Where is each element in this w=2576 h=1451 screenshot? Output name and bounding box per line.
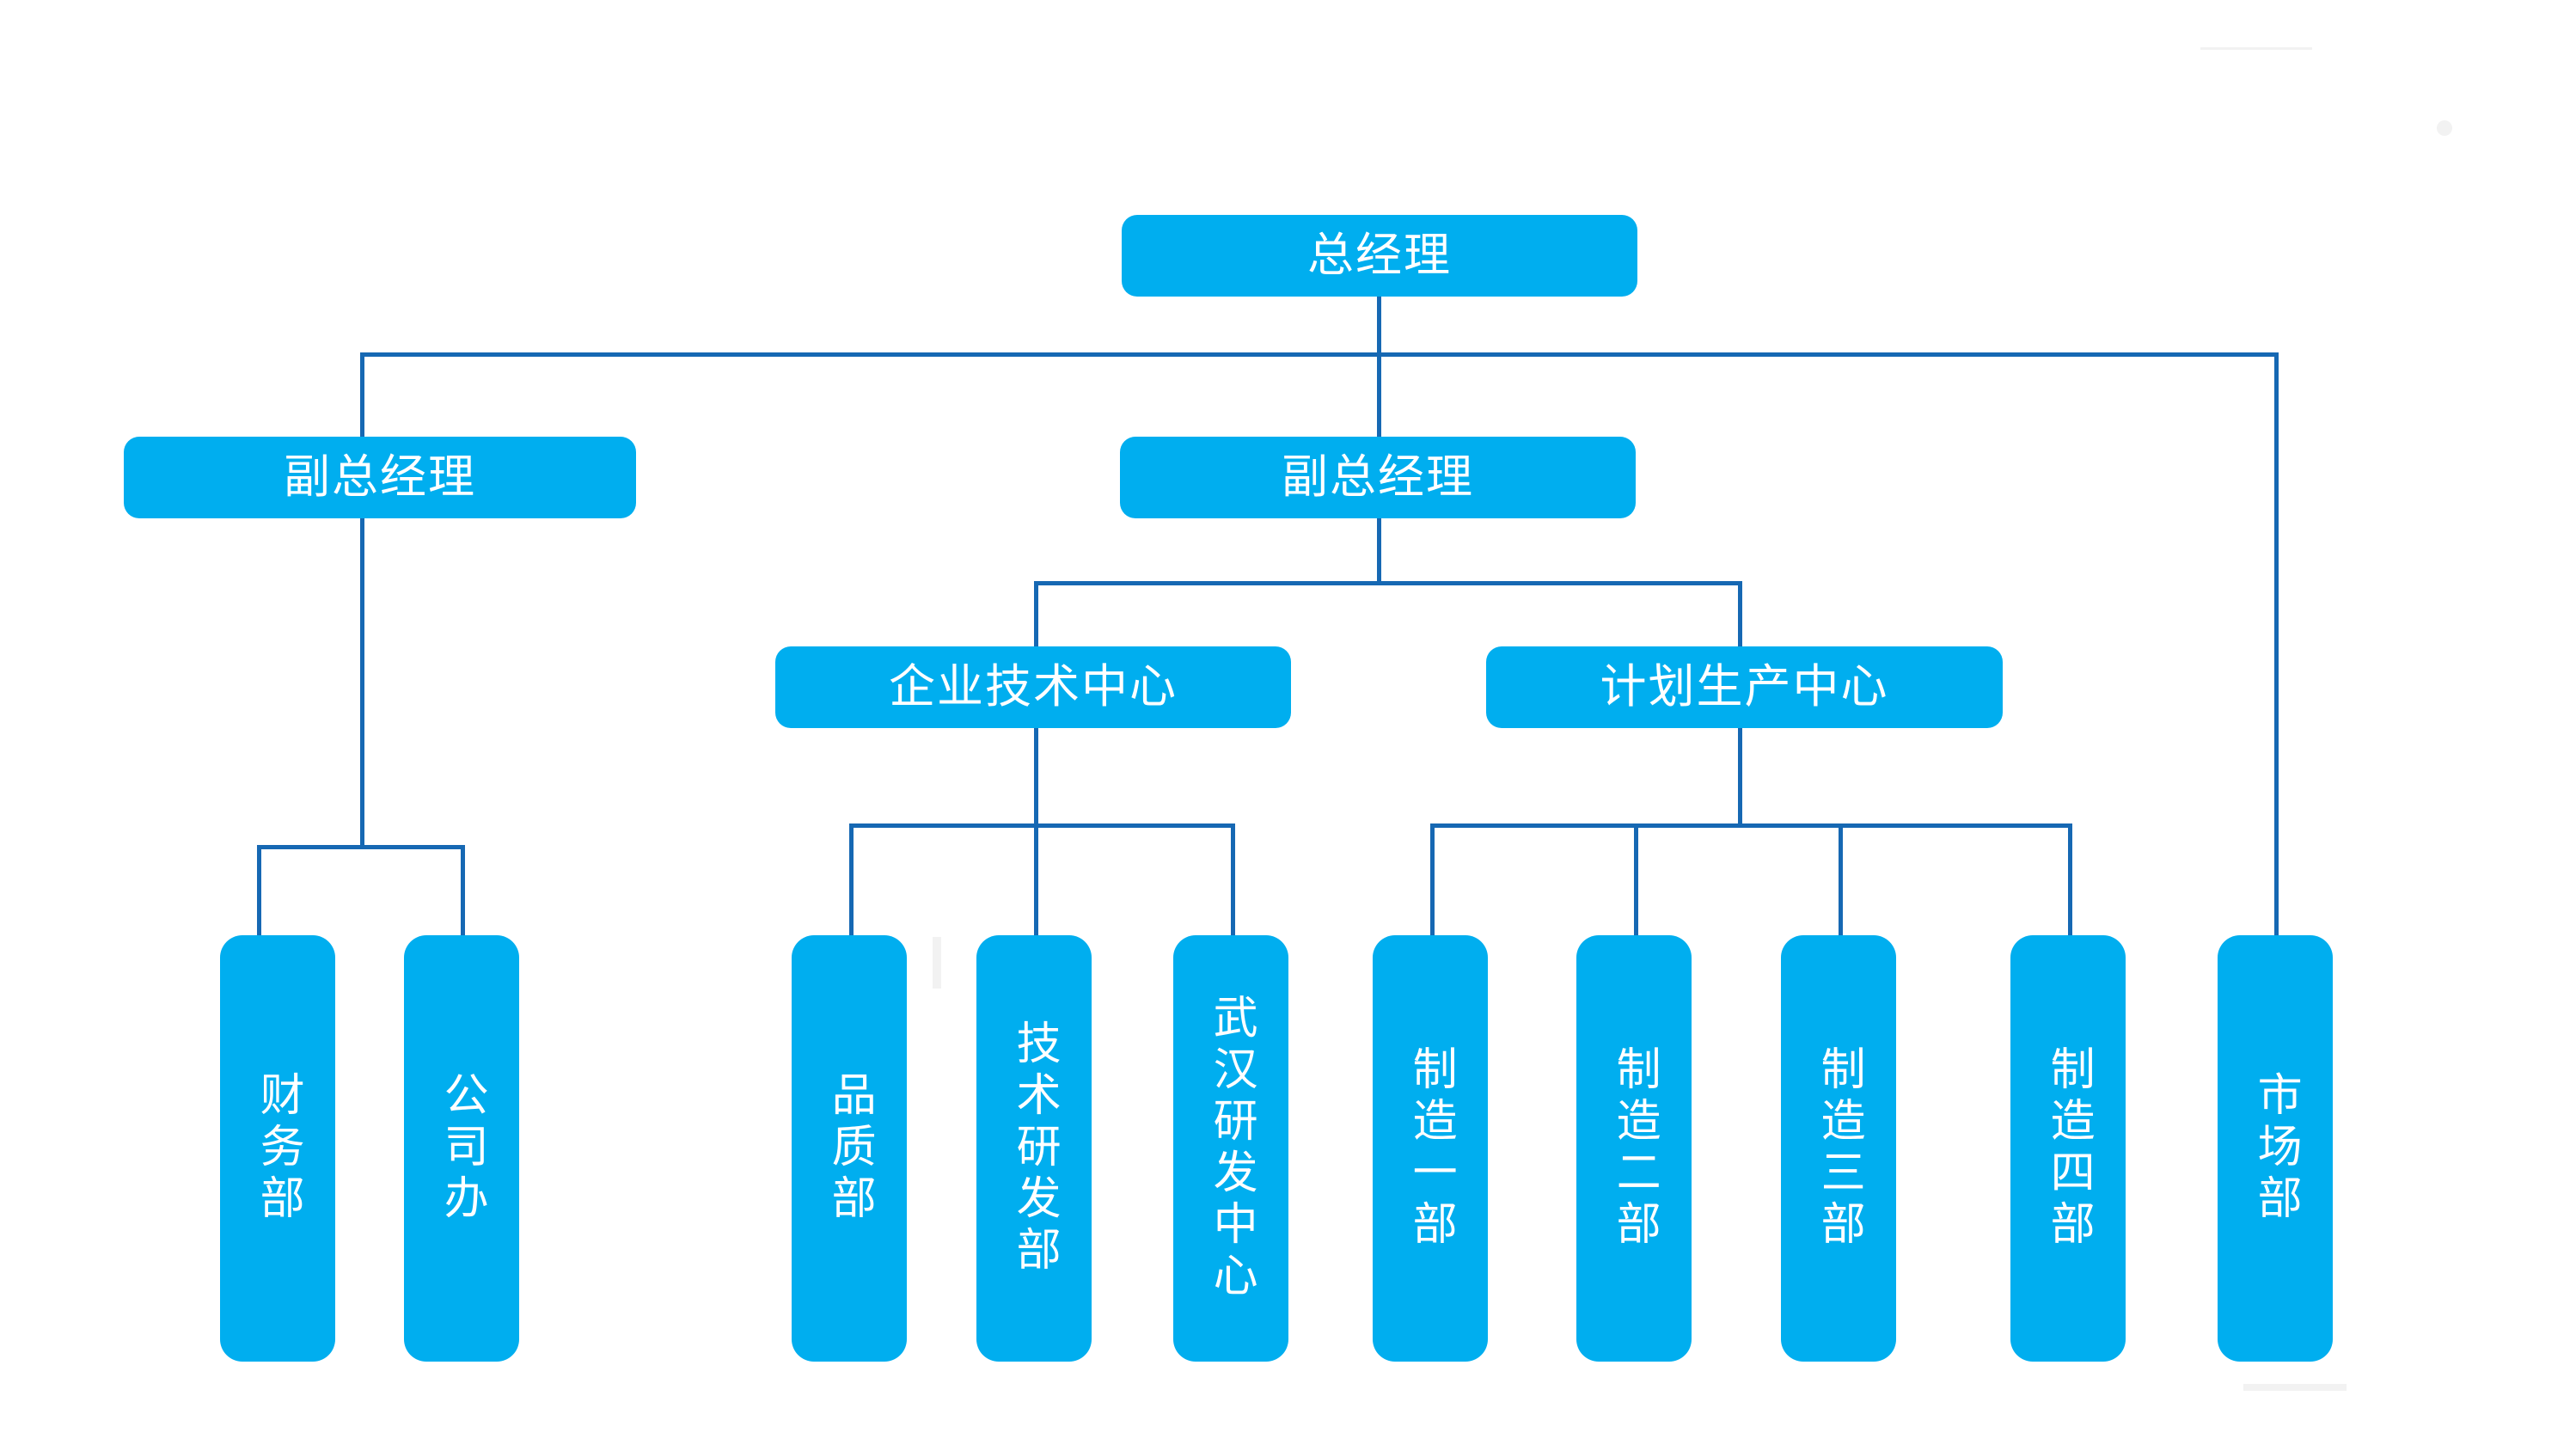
node-general-manager[interactable]: 总经理: [1122, 215, 1637, 297]
connector-to-mfg-2: [1634, 823, 1638, 935]
connector-plan-center-trunk: [1738, 728, 1742, 825]
connector-plan-center-bus: [1430, 823, 2072, 828]
node-quality-department[interactable]: 品质部: [792, 935, 907, 1362]
node-manufacturing-department-1[interactable]: 制造一部: [1373, 935, 1488, 1362]
connector-to-finance: [257, 845, 261, 935]
scan-artifact: [933, 937, 941, 989]
node-wuhan-rnd-center[interactable]: 武汉研发中心: [1173, 935, 1288, 1362]
connector-dgm-left-trunk: [360, 518, 364, 847]
node-manufacturing-department-2[interactable]: 制造二部: [1576, 935, 1692, 1362]
connector-dgm-left-bus: [257, 845, 465, 849]
node-label: 制造三部: [1813, 1045, 1865, 1252]
connector-gm-bus: [360, 352, 2279, 357]
node-label: 企业技术中心: [889, 659, 1178, 714]
scan-artifact: [2243, 1384, 2347, 1391]
node-company-office[interactable]: 公司办: [404, 935, 519, 1362]
connector-to-wuhan-rnd: [1231, 823, 1235, 935]
node-label: 制造二部: [1608, 1045, 1661, 1252]
node-label: 制造四部: [2042, 1045, 2095, 1252]
connector-gm-to-marketing: [2274, 352, 2279, 935]
connector-to-rnd: [1034, 823, 1038, 935]
connector-dgm-center-trunk: [1377, 518, 1381, 585]
connector-to-quality: [849, 823, 854, 935]
node-label: 副总经理: [284, 450, 476, 505]
connector-to-plan-center: [1738, 581, 1742, 648]
node-deputy-general-manager-center[interactable]: 副总经理: [1120, 437, 1636, 518]
connector-to-mfg-3: [1839, 823, 1843, 935]
node-finance-department[interactable]: 财务部: [220, 935, 335, 1362]
node-label: 制造一部: [1404, 1045, 1457, 1252]
node-label: 公司办: [436, 1071, 488, 1226]
node-deputy-general-manager-left[interactable]: 副总经理: [124, 437, 636, 518]
node-label: 副总经理: [1282, 450, 1474, 505]
scan-artifact: [2200, 47, 2312, 50]
node-manufacturing-department-3[interactable]: 制造三部: [1781, 935, 1896, 1362]
node-planning-production-center[interactable]: 计划生产中心: [1486, 646, 2003, 728]
node-manufacturing-department-4[interactable]: 制造四部: [2010, 935, 2126, 1362]
connector-to-company-office: [461, 845, 465, 935]
node-label: 财务部: [252, 1071, 304, 1226]
connector-to-tech-center: [1034, 581, 1038, 648]
connector-gm-to-dgm-center: [1377, 352, 1381, 441]
node-label: 技术研发部: [1008, 1019, 1061, 1277]
connector-to-mfg-1: [1430, 823, 1435, 935]
node-label: 计划生产中心: [1600, 659, 1889, 714]
node-label: 武汉研发中心: [1205, 994, 1257, 1303]
scan-artifact: [2437, 120, 2452, 136]
node-label: 市场部: [2249, 1071, 2302, 1226]
node-label: 总经理: [1307, 228, 1452, 283]
node-enterprise-technology-center[interactable]: 企业技术中心: [775, 646, 1291, 728]
connector-gm-to-dgm-left: [360, 352, 364, 441]
connector-to-mfg-4: [2068, 823, 2072, 935]
node-technology-rnd-department[interactable]: 技术研发部: [976, 935, 1092, 1362]
connector-tech-center-bus: [849, 823, 1235, 828]
connector-tech-center-trunk: [1034, 728, 1038, 825]
node-marketing-department[interactable]: 市场部: [2218, 935, 2333, 1362]
connector-gm-trunk: [1377, 297, 1381, 355]
connector-dgm-center-bus: [1034, 581, 1741, 585]
node-label: 品质部: [823, 1071, 876, 1226]
